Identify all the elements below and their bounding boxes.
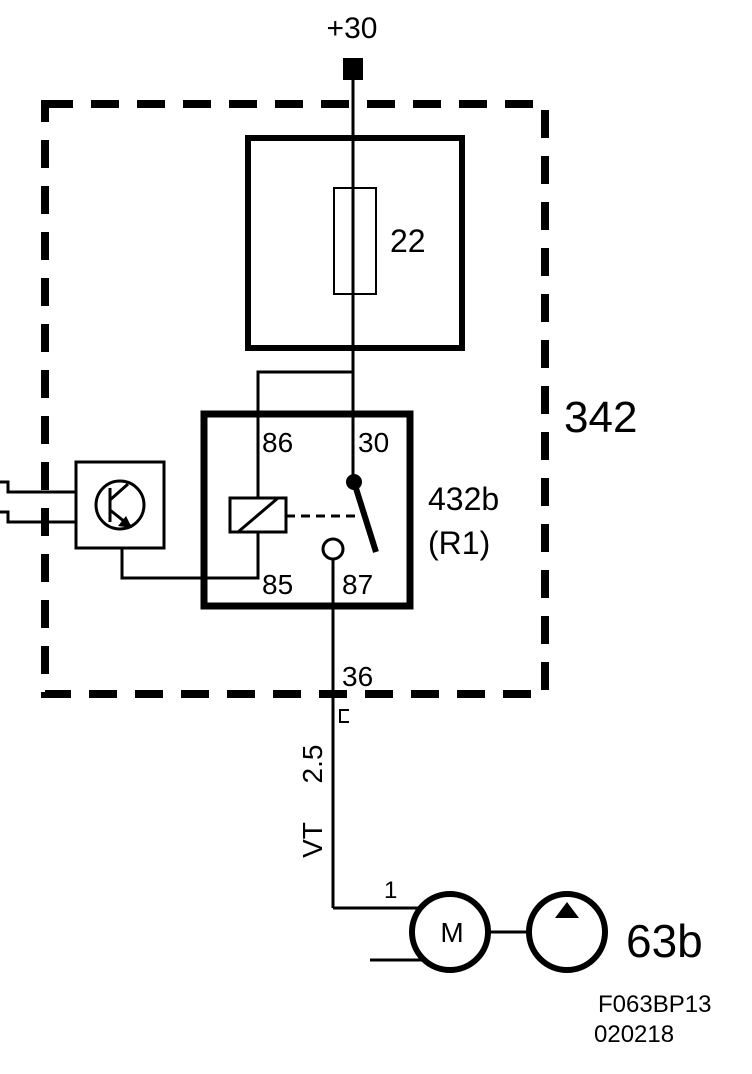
module-boundary xyxy=(41,100,549,698)
relay-pin-30: 30 xyxy=(358,427,389,458)
motor-label: M xyxy=(440,917,463,948)
transistor-emitter-arrow xyxy=(118,516,132,528)
supply-label: +30 xyxy=(327,12,378,45)
transistor-collector xyxy=(109,482,129,502)
fuse-22 xyxy=(333,187,377,295)
relay-label: 432b xyxy=(428,481,499,517)
relay-box xyxy=(200,410,414,610)
relay-contact-87 xyxy=(321,537,345,561)
wire-gauge: 2.5 xyxy=(297,745,328,784)
connector-36-mark xyxy=(339,709,349,723)
coil-return-wire xyxy=(120,532,260,580)
relay-pin-86: 86 xyxy=(262,427,293,458)
supply-terminal xyxy=(343,58,363,80)
motor-pin-label: 1 xyxy=(384,877,397,904)
module-label: 342 xyxy=(564,393,637,442)
input-wire-upper xyxy=(0,480,76,494)
fuse-box xyxy=(245,135,465,351)
coil-feed-wire xyxy=(256,370,353,498)
input-wire-lower xyxy=(0,510,76,524)
pump-symbol xyxy=(526,891,608,973)
relay-switch-contact xyxy=(351,481,379,553)
relay-pin-87: 87 xyxy=(342,569,373,600)
fuse-label: 22 xyxy=(390,223,426,259)
connector-pin-label: 36 xyxy=(342,661,373,692)
relay-pin-85: 85 xyxy=(262,569,293,600)
footer-date: 020218 xyxy=(594,1021,674,1048)
pump-arrow xyxy=(555,902,579,918)
relay-coil-diagonal xyxy=(237,496,279,534)
transistor-symbol-circle xyxy=(94,479,146,531)
wire-color: VT xyxy=(297,822,328,858)
footer-code: F063BP13 xyxy=(598,991,711,1018)
transistor-box xyxy=(74,460,166,550)
pump-label: 63b xyxy=(626,915,703,967)
relay-ref: (R1) xyxy=(428,525,490,561)
